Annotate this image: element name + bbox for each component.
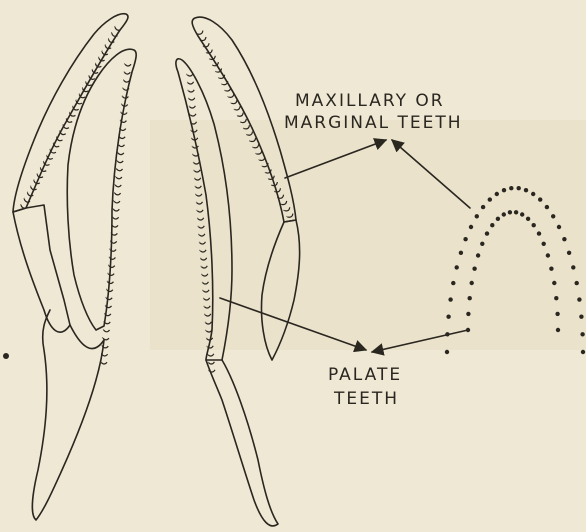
tooth-dot — [542, 242, 546, 246]
tooth-dot — [496, 217, 500, 221]
tooth-dot — [451, 281, 455, 285]
tooth-dot — [502, 212, 506, 216]
maxillary-label-line2: MARGINAL TEETH — [284, 112, 463, 134]
tooth-dot — [470, 281, 474, 285]
stray-dot — [3, 353, 9, 359]
tooth-dot — [502, 188, 506, 192]
tooth-dot — [567, 251, 571, 255]
tooth-dot — [538, 197, 542, 201]
tooth-dot — [581, 350, 585, 354]
tooth-dot — [455, 265, 459, 269]
paper-shade — [150, 120, 586, 350]
tooth-dot — [445, 350, 449, 354]
tooth-dot — [546, 253, 550, 257]
tooth-dot — [532, 223, 536, 227]
tooth-dot — [475, 214, 479, 218]
tooth-dot — [524, 188, 528, 192]
tooth-dot — [526, 217, 530, 221]
palate-label-line2: TEETH — [334, 388, 399, 410]
tooth-dot — [463, 237, 467, 241]
tooth-dot — [551, 214, 555, 218]
tooth-dot — [575, 281, 579, 285]
tooth-dot — [509, 186, 513, 190]
tooth-dot — [562, 237, 566, 241]
tooth-dot — [549, 267, 553, 271]
palate-label-line1: PALATE — [328, 364, 402, 386]
tooth-dot — [508, 210, 512, 214]
maxillary-label-line1: MAXILLARY OR — [295, 90, 445, 112]
tooth-dot — [531, 192, 535, 196]
tooth-dot — [485, 231, 489, 235]
tooth-dot — [580, 332, 584, 336]
tooth-dot — [520, 212, 524, 216]
tooth-dot — [469, 225, 473, 229]
tooth-dot — [445, 332, 449, 336]
tooth-dot — [554, 296, 558, 300]
tooth-dot — [495, 192, 499, 196]
tooth-dot — [537, 231, 541, 235]
tooth-dot — [571, 265, 575, 269]
tooth-dot — [466, 312, 470, 316]
tooth-dot — [545, 205, 549, 209]
tooth-dot — [557, 225, 561, 229]
tooth-dot — [514, 210, 518, 214]
tooth-dot — [481, 205, 485, 209]
tooth-dot — [517, 186, 521, 190]
tooth-dot — [552, 281, 556, 285]
tooth-dot — [468, 296, 472, 300]
tooth-dot — [555, 312, 559, 316]
tooth-dot — [577, 297, 581, 301]
tooth-dot — [448, 297, 452, 301]
tooth-dot — [466, 328, 470, 332]
tooth-dot — [472, 267, 476, 271]
tooth-dot — [488, 197, 492, 201]
tooth-dot — [490, 223, 494, 227]
tooth-dot — [480, 242, 484, 246]
tooth-dot — [579, 315, 583, 319]
tooth-dot — [446, 315, 450, 319]
tooth-dot — [556, 328, 560, 332]
tooth-dot — [476, 253, 480, 257]
tooth-dot — [459, 251, 463, 255]
